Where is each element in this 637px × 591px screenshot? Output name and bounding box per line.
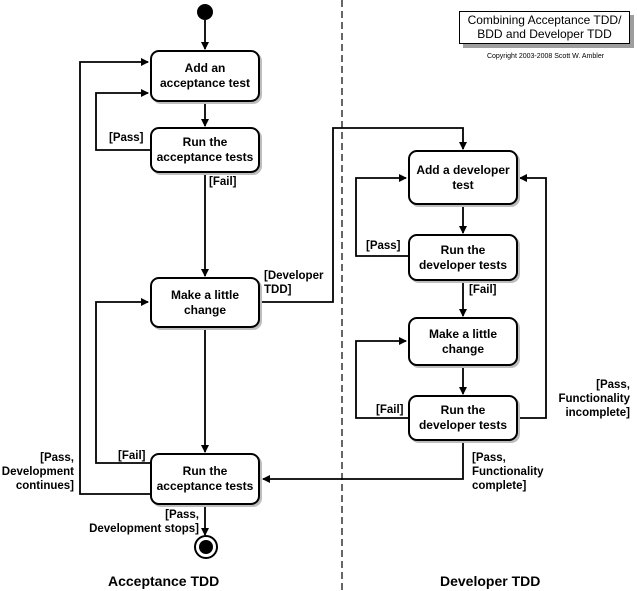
guard-pass-1: [Pass] [109,132,144,144]
node-make-little-change-2: Make a little change [408,317,518,366]
guard-developer-tdd: [Developer TDD] [264,270,324,296]
node-run-acceptance-tests-1: Run the acceptance tests [150,127,260,173]
edge-pass-loop-acceptance [95,89,150,151]
guard-fail-4: [Fail] [376,404,404,416]
end-node-inner [199,540,213,554]
start-node [197,4,213,20]
guard-fail-3: [Fail] [469,284,497,296]
copyright-text: Copyright 2003-2008 Scott W. Ambler [486,53,605,60]
guard-pass-development-stops: [Pass, Development stops] [89,509,199,535]
swimlane-label-developer-tdd: Developer TDD [440,573,541,589]
swimlane-label-acceptance-tdd: Acceptance TDD [108,573,220,589]
node-make-little-change-1: Make a little change [150,277,260,328]
guard-pass-development-continues: [Pass, Development continues] [1,452,74,492]
edge-pass-loop-dev [355,174,408,257]
guard-pass-functionality-incomplete: [Pass, Functionality incomplete] [558,379,630,419]
edge-developer-tdd [261,127,467,303]
edge-pass-continues [79,58,150,495]
node-run-developer-tests-1: Run the developer tests [408,234,518,281]
node-run-developer-tests-2: Run the developer tests [408,395,518,441]
title-box: Combining Acceptance TDD/ BDD and Develo… [459,11,630,44]
node-run-acceptance-tests-2: Run the acceptance tests [150,453,260,505]
edge-pass-func-complete [262,441,464,483]
edge-pass-func-incomplete [518,174,547,419]
guard-fail-1: [Fail] [209,176,237,188]
guard-pass-functionality-complete: [Pass, Functionality complete] [472,452,544,492]
edge-fail-loop-dev [355,337,408,419]
edge-fail-loop-acceptance [95,298,150,464]
node-add-acceptance-test: Add an acceptance test [150,50,260,102]
guard-fail-2: [Fail] [118,450,146,462]
guard-pass-2: [Pass] [366,240,401,252]
node-add-developer-test: Add a developer test [408,150,518,205]
